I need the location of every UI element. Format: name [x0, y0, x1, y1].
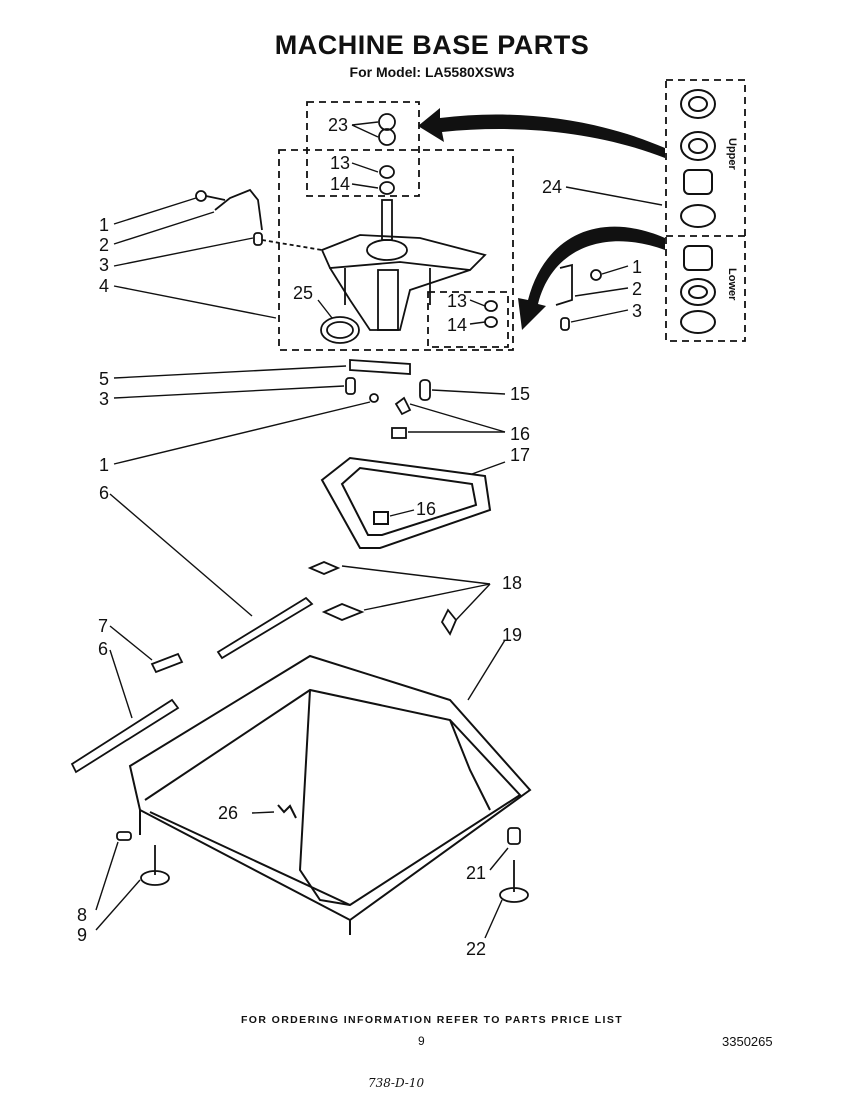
frame-top-bearings [306, 101, 420, 197]
callout-9: 9 [77, 925, 88, 945]
callout-2: 2 [632, 279, 643, 299]
callout-23: 23 [328, 115, 349, 135]
right-clamp [555, 263, 602, 331]
arrow-lower [518, 226, 665, 330]
page-number: 9 [418, 1034, 425, 1048]
callout-1: 1 [99, 215, 110, 235]
callout-25: 25 [293, 283, 314, 303]
inset-bearings [680, 89, 716, 334]
glides-18 [307, 561, 458, 636]
tray-17 [320, 456, 492, 549]
callout-14: 14 [447, 315, 468, 335]
mid-small-parts [345, 359, 431, 439]
handwritten-note: 738-D-10 [368, 1076, 425, 1090]
callout-3: 3 [99, 389, 110, 409]
callout-6: 6 [98, 639, 109, 659]
frame-mechanism [278, 149, 514, 351]
left-clamp [195, 188, 323, 251]
callout-1: 1 [632, 257, 643, 277]
callout-24: 24 [542, 177, 563, 197]
callout-15: 15 [510, 384, 531, 404]
ordering-note: FOR ORDERING INFORMATION REFER TO PARTS … [240, 1014, 624, 1026]
frame-side-bearings [427, 291, 509, 348]
callout-14: 14 [330, 174, 351, 194]
arrow-upper [418, 108, 665, 158]
callout-7: 7 [98, 616, 109, 636]
callout-16: 16 [510, 424, 531, 444]
callout-18: 18 [502, 573, 523, 593]
curved-arrows [418, 108, 665, 330]
callout-13: 13 [330, 153, 351, 173]
callout-22: 22 [466, 939, 487, 959]
model-subtitle: For Model: LA5580XSW3 [349, 64, 515, 80]
document-number: 3350265 [722, 1034, 773, 1049]
callout-3: 3 [99, 255, 110, 275]
callout-4: 4 [99, 276, 110, 296]
shaft-assembly [320, 113, 498, 344]
callout-17: 17 [510, 445, 531, 465]
callout-2: 2 [99, 235, 110, 255]
callout-13: 13 [447, 291, 468, 311]
callout-6: 6 [99, 483, 110, 503]
callout-21: 21 [466, 863, 487, 883]
inset-upper-label: Upper [726, 138, 738, 170]
dashed-frames [278, 79, 746, 351]
callout-19: 19 [502, 625, 523, 645]
leader-lines [95, 121, 663, 939]
callout-1: 1 [99, 455, 110, 475]
callout-5: 5 [99, 369, 110, 389]
callout-16: 16 [416, 499, 437, 519]
callout-26: 26 [218, 803, 239, 823]
rails [70, 596, 314, 774]
frame-bearing-inset [665, 79, 746, 342]
base-frame [128, 654, 532, 935]
page-title: MACHINE BASE PARTS [274, 30, 590, 60]
callout-8: 8 [77, 905, 88, 925]
feet [116, 827, 529, 903]
callout-3: 3 [632, 301, 643, 321]
inset-lower-label: Lower [726, 268, 738, 301]
